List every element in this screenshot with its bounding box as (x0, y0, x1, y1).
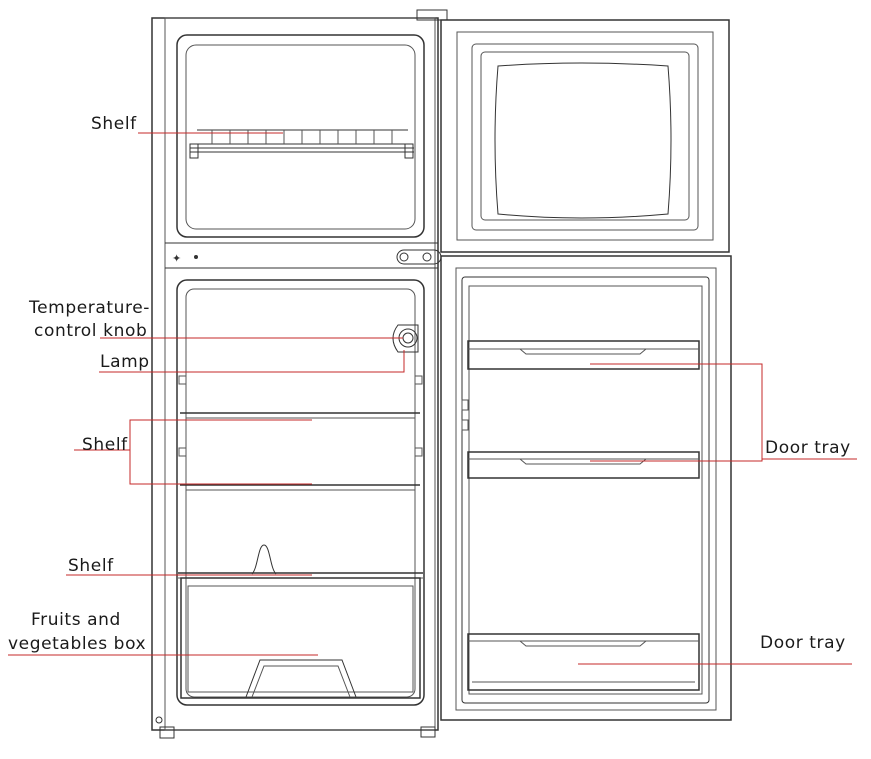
shelf-lower-label: Shelf (68, 556, 114, 576)
fruits-box-label-line1: Fruits and (31, 610, 121, 630)
fruits-box-label-line2: vegetables box (8, 634, 147, 654)
freezer-door (440, 19, 730, 253)
leader-lines (8, 132, 857, 665)
svg-text:✦: ✦ (172, 252, 181, 265)
door-tray-top (467, 340, 700, 370)
freezer-compartment (176, 34, 425, 238)
crisper-box (180, 577, 421, 699)
lamp-label: Lamp (100, 352, 150, 372)
temperature-knob-label-line1: Temperature- (29, 298, 151, 318)
drain-funnel (251, 544, 277, 575)
fridge-shelf-middle (180, 484, 420, 491)
fridge-shelf-upper (180, 412, 420, 419)
fridge-door (440, 255, 732, 721)
freezer-shelf (189, 129, 414, 159)
shelf-freezer-label: Shelf (91, 114, 137, 134)
cabinet-body (151, 9, 448, 739)
door-tray-lower-label: Door tray (760, 633, 846, 653)
temperature-knob-label-line2: control knob (34, 321, 148, 341)
door-tray-bottom (467, 633, 700, 691)
door-tray-upper-label: Door tray (765, 438, 851, 458)
door-tray-middle (467, 451, 700, 479)
shelf-fridge-label: Shelf (82, 435, 128, 455)
fresh-food-compartment (176, 279, 425, 706)
divider-panel: ✦ (165, 242, 442, 269)
